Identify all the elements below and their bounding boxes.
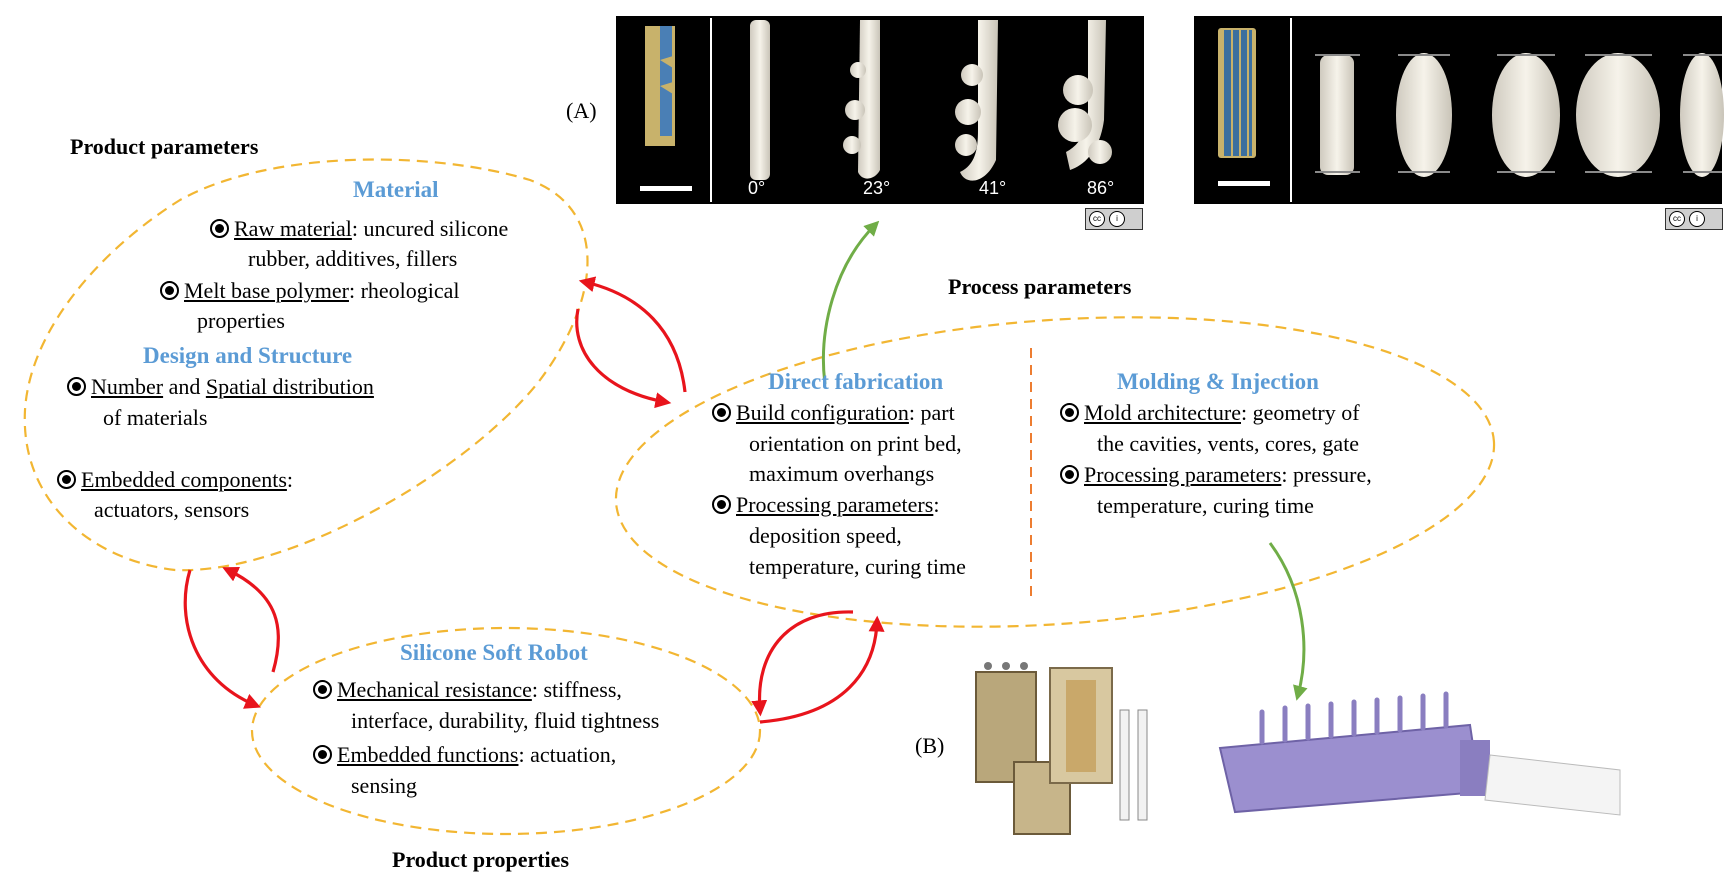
mold-pins	[1259, 691, 1449, 745]
red-arrow-to-robot-right	[751, 610, 854, 717]
direct-processing-line3: temperature, curing time	[749, 554, 966, 579]
silicone-soft-robot-title: Silicone Soft Robot	[400, 640, 588, 665]
scale-bar-b	[1218, 181, 1270, 186]
number-distribution-item: Number and Spatial distribution	[67, 374, 374, 400]
extending-model-render	[1218, 28, 1256, 158]
raw-material-line2: rubber, additives, fillers	[248, 246, 458, 271]
mechanical-resistance-item: Mechanical resistance: stiffness,	[313, 677, 622, 703]
embedded-functions-line2: sensing	[351, 773, 417, 798]
direct-processing-line2: deposition speed,	[749, 523, 902, 548]
bullet-icon	[1060, 403, 1079, 422]
mechanical-resistance-line2: interface, durability, fluid tightness	[351, 708, 660, 733]
embedded-components-item: Embedded components:	[57, 467, 293, 493]
bullet-icon	[57, 470, 76, 489]
bullet-icon	[712, 403, 731, 422]
mold-architecture-line2: the cavities, vents, cores, gate	[1097, 431, 1360, 456]
direct-fabrication-title: Direct fabrication	[768, 369, 944, 394]
photo-b-molds	[975, 662, 1148, 835]
green-arrow-to-photo-b	[1268, 542, 1308, 701]
green-arrow-to-photo-a	[821, 220, 880, 385]
bending-actuator-86	[1058, 20, 1112, 170]
panel-b-label: (B)	[915, 733, 945, 758]
melt-base-polymer-line2: properties	[197, 308, 285, 333]
bullet-icon	[210, 219, 229, 238]
raw-material-item: Raw material: uncured silicone	[210, 216, 508, 242]
product-parameters-heading: Product parameters	[70, 134, 259, 159]
molding-processing-line2: temperature, curing time	[1097, 493, 1314, 518]
angle-label-86: 86°	[1087, 178, 1115, 198]
embedded-functions-item: Embedded functions: actuation,	[313, 742, 616, 768]
bullet-icon	[313, 680, 332, 699]
angle-label-0: 0°	[748, 178, 766, 198]
panel-a-label: (A)	[566, 98, 597, 123]
bullet-icon	[313, 745, 332, 764]
red-arrow-to-product	[222, 566, 280, 673]
process-parameters-heading: Process parameters	[948, 274, 1132, 299]
bending-model-render	[645, 26, 675, 146]
design-structure-title: Design and Structure	[143, 343, 353, 368]
direct-processing-item: Processing parameters:	[712, 492, 939, 518]
build-configuration-item: Build configuration: part	[712, 400, 955, 426]
product-properties-ellipse	[250, 626, 762, 836]
build-configuration-line2: orientation on print bed,	[749, 431, 962, 456]
molding-injection-title: Molding & Injection	[1117, 369, 1319, 394]
photo-b-injection-mold	[1218, 723, 1621, 816]
bending-actuator-41	[955, 20, 998, 181]
red-arrow-to-process	[575, 308, 672, 409]
red-arrow-to-robot-left	[183, 569, 261, 709]
angle-label-23: 23°	[863, 178, 891, 198]
extending-actuators	[1320, 53, 1724, 177]
molding-processing-item: Processing parameters: pressure,	[1060, 462, 1372, 488]
product-properties-heading: Product properties	[392, 847, 569, 872]
red-arrow-to-process-bottom	[759, 615, 885, 724]
bullet-icon	[160, 281, 179, 300]
bending-actuator-23	[843, 20, 880, 179]
extending-clamps	[1315, 54, 1722, 173]
scale-bar-a	[640, 186, 692, 191]
embedded-components-line2: actuators, sensors	[94, 497, 250, 522]
melt-base-polymer-item: Melt base polymer: rheological	[160, 278, 460, 304]
bending-actuator-0	[750, 20, 770, 180]
build-configuration-line3: maximum overhangs	[749, 461, 935, 486]
bullet-icon	[1060, 465, 1079, 484]
product-parameters-ellipse	[23, 158, 589, 572]
bullet-icon	[712, 495, 731, 514]
bullet-icon	[67, 377, 86, 396]
angle-label-41: 41°	[979, 178, 1007, 198]
material-title: Material	[353, 177, 439, 202]
mold-architecture-item: Mold architecture: geometry of	[1060, 400, 1360, 426]
process-parameters-ellipse	[614, 316, 1496, 628]
number-distribution-line2: of materials	[103, 405, 208, 430]
red-arrow-to-material	[578, 276, 687, 393]
